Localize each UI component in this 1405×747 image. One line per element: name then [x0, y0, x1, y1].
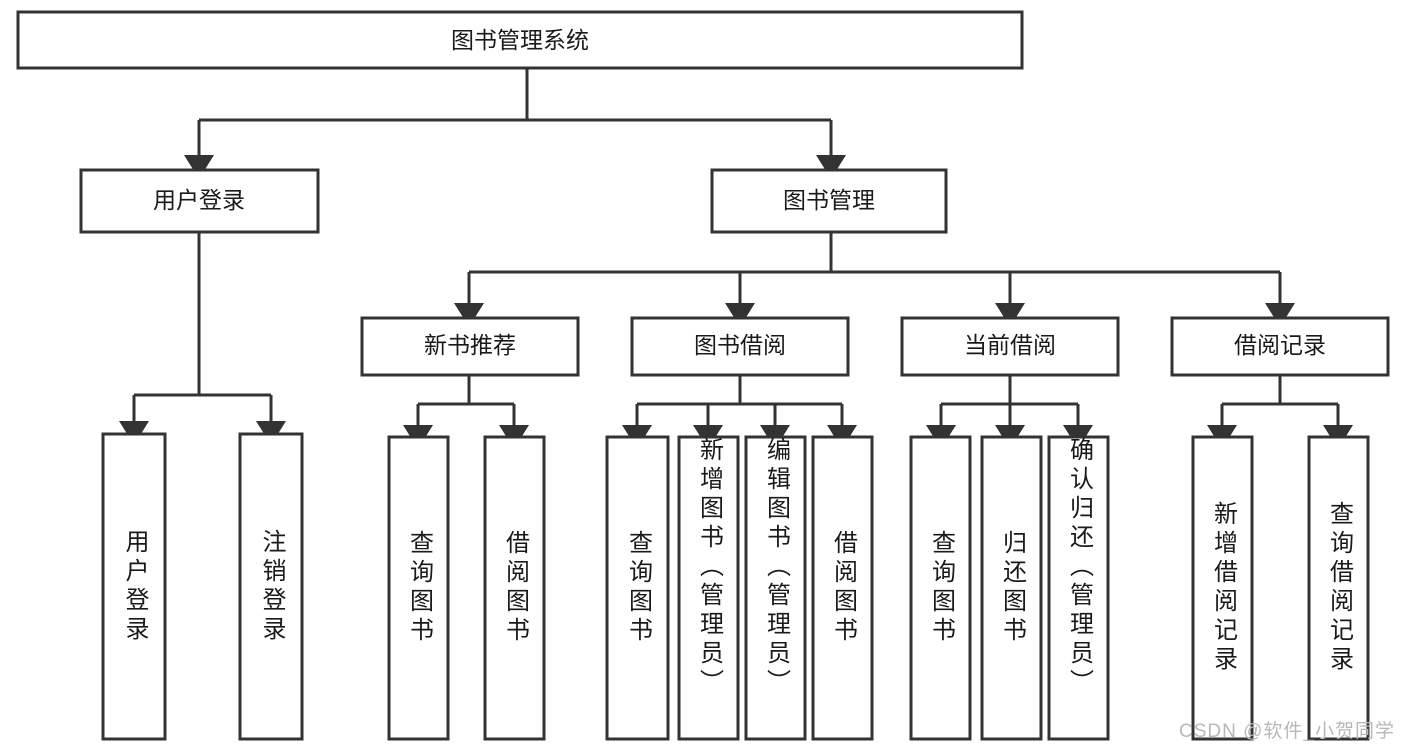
leaf-box-current-borrow-1[interactable]: [909, 435, 972, 741]
node-current-borrow[interactable]: 当前借阅: [900, 316, 1120, 377]
node-user-login-box[interactable]: [79, 168, 320, 234]
connector-group-borrow-record: [1207, 375, 1353, 449]
node-book-borrow-box[interactable]: [630, 316, 850, 377]
node-root[interactable]: 图书管理系统: [16, 10, 1024, 70]
leaf-box-user-login-2[interactable]: [238, 432, 304, 741]
leaf-boxes-current-borrow: [909, 435, 1110, 741]
leaf-box-book-borrow-2[interactable]: [677, 435, 740, 741]
node-current-borrow-label: 当前借阅: [964, 332, 1056, 358]
node-root-box[interactable]: [16, 10, 1024, 70]
node-user-login-label: 用户登录: [153, 187, 245, 213]
leaf-boxes-user-login: [101, 432, 304, 741]
node-book-borrow-label: 图书借阅: [694, 332, 786, 358]
leaf-box-book-borrow-4[interactable]: [811, 435, 874, 741]
leaf-box-new-book-2[interactable]: [483, 435, 546, 741]
leaf-box-current-borrow-3[interactable]: [1047, 435, 1110, 741]
leaf-boxes-borrow-record: [1191, 435, 1370, 741]
node-borrow-record[interactable]: 借阅记录: [1170, 316, 1390, 377]
leaf-boxes-book-borrow: [605, 435, 874, 741]
leaf-box-borrow-record-1[interactable]: [1191, 435, 1254, 741]
leaf-box-book-borrow-3[interactable]: [744, 435, 807, 741]
node-root-label: 图书管理系统: [451, 27, 589, 53]
node-current-borrow-box[interactable]: [900, 316, 1120, 377]
leaf-box-new-book-1[interactable]: [387, 435, 450, 741]
leaf-box-user-login-1[interactable]: [101, 432, 167, 741]
connector-group-new-book: [403, 375, 529, 449]
node-book-borrow[interactable]: 图书借阅: [630, 316, 850, 377]
leaf-box-borrow-record-2[interactable]: [1307, 435, 1370, 741]
node-book-manage-label: 图书管理: [783, 187, 875, 213]
leaf-box-book-borrow-1[interactable]: [605, 435, 670, 741]
connector-group-root: [184, 68, 846, 179]
leaf-box-current-borrow-2[interactable]: [980, 435, 1043, 741]
connector-group-current-borrow: [926, 375, 1093, 449]
connector-group-book-borrow: [622, 375, 857, 449]
node-borrow-record-box[interactable]: [1170, 316, 1390, 377]
node-new-book-recommend-label: 新书推荐: [424, 332, 516, 358]
node-borrow-record-label: 借阅记录: [1234, 332, 1326, 358]
node-book-manage-box[interactable]: [710, 168, 948, 234]
watermark-text: CSDN @软件_小贺同学: [1179, 721, 1395, 742]
connector-group-book-manage: [454, 232, 1295, 327]
connector-group-user-login: [119, 232, 286, 445]
node-new-book-recommend-box[interactable]: [360, 316, 580, 377]
node-user-login[interactable]: 用户登录: [79, 168, 320, 234]
node-book-manage[interactable]: 图书管理: [710, 168, 948, 234]
node-new-book-recommend[interactable]: 新书推荐: [360, 316, 580, 377]
leaf-boxes-new-book-recommend: [387, 435, 546, 741]
